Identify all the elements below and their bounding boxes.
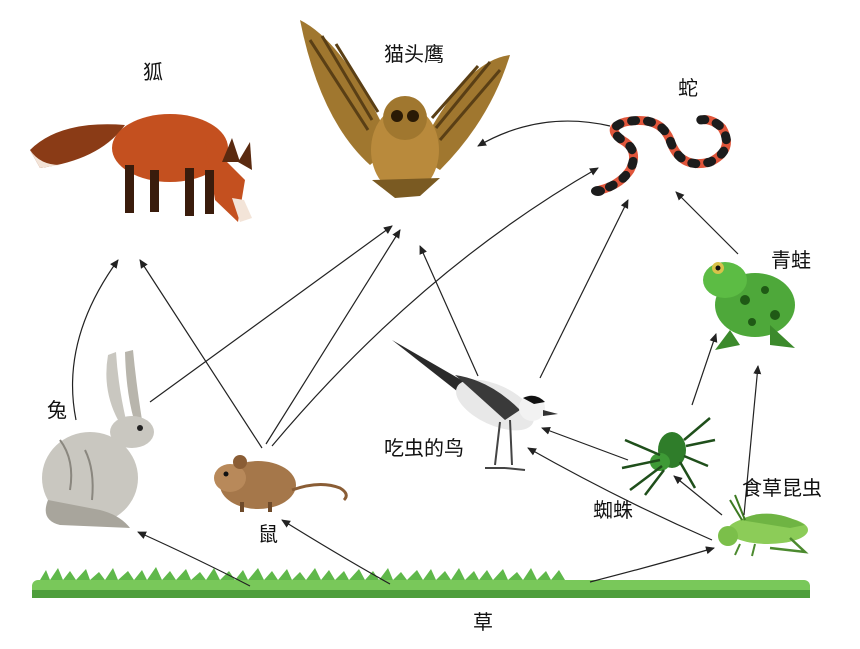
arrow-mouse-to-owl bbox=[265, 229, 401, 445]
arrow-mouse-to-fox bbox=[139, 259, 263, 449]
grass-illustration bbox=[32, 567, 810, 598]
rabbit-illustration bbox=[42, 350, 154, 528]
label-herbivorous-insect: 食草昆虫 bbox=[742, 476, 822, 500]
label-snake: 蛇 bbox=[678, 76, 698, 100]
label-fox: 狐 bbox=[143, 60, 163, 84]
label-mouse: 鼠 bbox=[258, 522, 278, 546]
arrow-rabbit-to-owl bbox=[149, 225, 393, 403]
food-chain-arrows bbox=[71, 120, 762, 587]
arrow-insectivorous-bird-to-owl bbox=[419, 245, 479, 377]
label-grass: 草 bbox=[473, 610, 493, 634]
label-frog: 青蛙 bbox=[771, 248, 811, 272]
arrow-grass-to-rabbit bbox=[137, 531, 251, 587]
arrow-insectivorous-bird-to-snake bbox=[539, 199, 629, 379]
arrow-herbivorous-insect-to-spider bbox=[673, 475, 723, 516]
frog-illustration bbox=[703, 262, 795, 350]
arrow-herbivorous-insect-to-insectivorous-bird bbox=[527, 447, 713, 541]
label-insectivorous-bird: 吃虫的鸟 bbox=[384, 436, 464, 460]
snake-illustration bbox=[591, 115, 731, 196]
arrow-snake-to-owl bbox=[477, 120, 611, 147]
label-rabbit: 兔 bbox=[47, 398, 67, 422]
insectivorous-bird-illustration bbox=[392, 340, 558, 471]
arrow-herbivorous-insect-to-frog bbox=[743, 365, 762, 516]
arrow-rabbit-to-fox bbox=[71, 259, 119, 421]
arrow-spider-to-insectivorous-bird bbox=[541, 427, 629, 461]
arrow-frog-to-snake bbox=[675, 191, 739, 255]
arrow-grass-to-herbivorous-insect bbox=[589, 546, 715, 583]
mouse-illustration bbox=[214, 455, 348, 512]
arrow-grass-to-mouse bbox=[281, 519, 391, 585]
arrow-spider-to-frog bbox=[691, 333, 718, 406]
label-owl: 猫头鹰 bbox=[384, 42, 444, 66]
label-spider: 蜘蛛 bbox=[593, 498, 633, 522]
fox-illustration bbox=[30, 114, 252, 222]
arrow-mouse-to-snake bbox=[271, 167, 599, 447]
owl-illustration bbox=[300, 20, 510, 198]
herbivorous-insect-illustration bbox=[718, 494, 809, 557]
spider-illustration bbox=[621, 417, 716, 496]
